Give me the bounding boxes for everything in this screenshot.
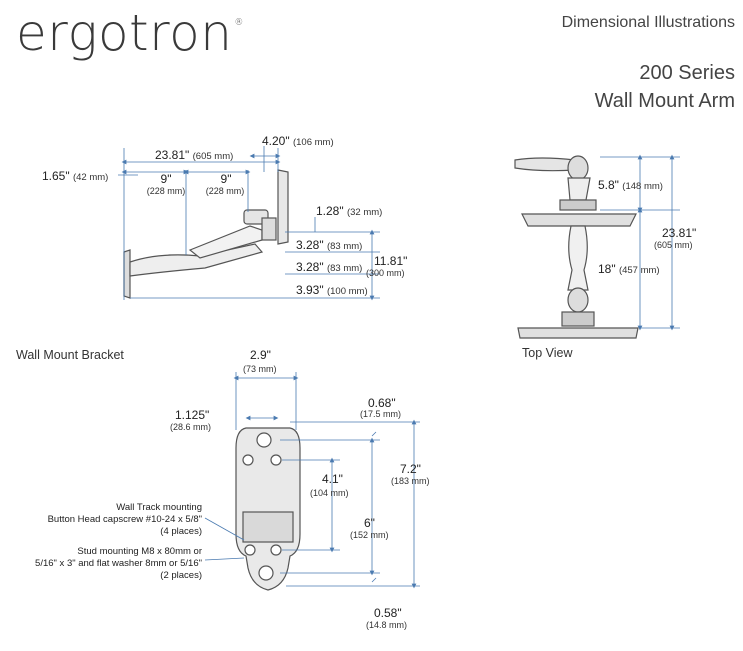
header-title-line2: Wall Mount Arm xyxy=(594,90,735,112)
dim-link2-mm: (228 mm) xyxy=(205,186,245,196)
dim-link2: 9" xyxy=(220,172,232,186)
bracket-dim-bottom-mm: (14.8 mm) xyxy=(366,620,408,630)
side-view-dimension-lines xyxy=(118,146,380,301)
dim-height-mm: (300 mm) xyxy=(366,268,405,278)
dim-c: 3.28" (83 mm) xyxy=(296,260,363,274)
bracket-label: Wall Mount Bracket xyxy=(16,348,124,362)
top-view-arm xyxy=(514,155,639,339)
top-dim-top: 5.8" (148 mm) xyxy=(598,178,663,192)
top-view-dimension-lines xyxy=(600,154,680,331)
dim-link1: 9" xyxy=(160,172,172,186)
top-dim-total-mm: (605 mm) xyxy=(654,240,693,250)
note-stud-mounting: Stud mounting M8 x 80mm or 5/16" x 3" an… xyxy=(35,546,202,581)
bracket-dim-top-mm: (17.5 mm) xyxy=(360,409,402,419)
bracket-dim-hole: 1.125" xyxy=(175,408,210,422)
dim-height: 11.81" xyxy=(374,254,408,268)
dim-b: 3.28" (83 mm) xyxy=(296,238,363,252)
bracket-dim-stud-mm: (152 mm) xyxy=(350,530,389,540)
dim-overall-width: 23.81" (605 mm) xyxy=(155,148,234,162)
top-view-label: Top View xyxy=(522,346,573,360)
bracket-dim-height: 7.2" xyxy=(400,462,421,476)
bracket-dim-spacing-mm: (104 mm) xyxy=(310,488,349,498)
side-view-arm xyxy=(123,169,289,299)
bracket-body xyxy=(235,427,301,591)
bracket-dim-spacing: 4.1" xyxy=(322,472,343,486)
note-wall-track: Wall Track mounting Button Head capscrew… xyxy=(47,502,202,537)
dim-link1-mm: (228 mm) xyxy=(146,186,186,196)
top-dim-arm: 18" (457 mm) xyxy=(598,262,660,276)
dim-a: 1.28" (32 mm) xyxy=(316,204,383,218)
bracket-dim-hole-mm: (28.6 mm) xyxy=(170,422,212,432)
header-title-line1: 200 Series xyxy=(639,62,735,84)
bracket-dim-width-mm: (73 mm) xyxy=(243,364,277,374)
dim-offset: 1.65" (42 mm) xyxy=(42,169,109,183)
top-dim-total: 23.81" xyxy=(662,226,697,240)
bracket-dim-bottom: 0.58" xyxy=(374,606,402,620)
dim-base: 3.93" (100 mm) xyxy=(296,283,368,297)
dim-head-width: 4.20" (106 mm) xyxy=(262,134,334,148)
bracket-dim-width: 2.9" xyxy=(250,348,271,362)
bracket-dim-top: 0.68" xyxy=(368,396,396,410)
bracket-dim-height-mm: (183 mm) xyxy=(391,476,430,486)
bracket-dimension-lines xyxy=(204,372,420,589)
bracket-dim-stud: 6" xyxy=(364,516,375,530)
header-subtitle: Dimensional Illustrations xyxy=(561,14,735,31)
ergotron-logo: ergotron® xyxy=(16,4,244,62)
